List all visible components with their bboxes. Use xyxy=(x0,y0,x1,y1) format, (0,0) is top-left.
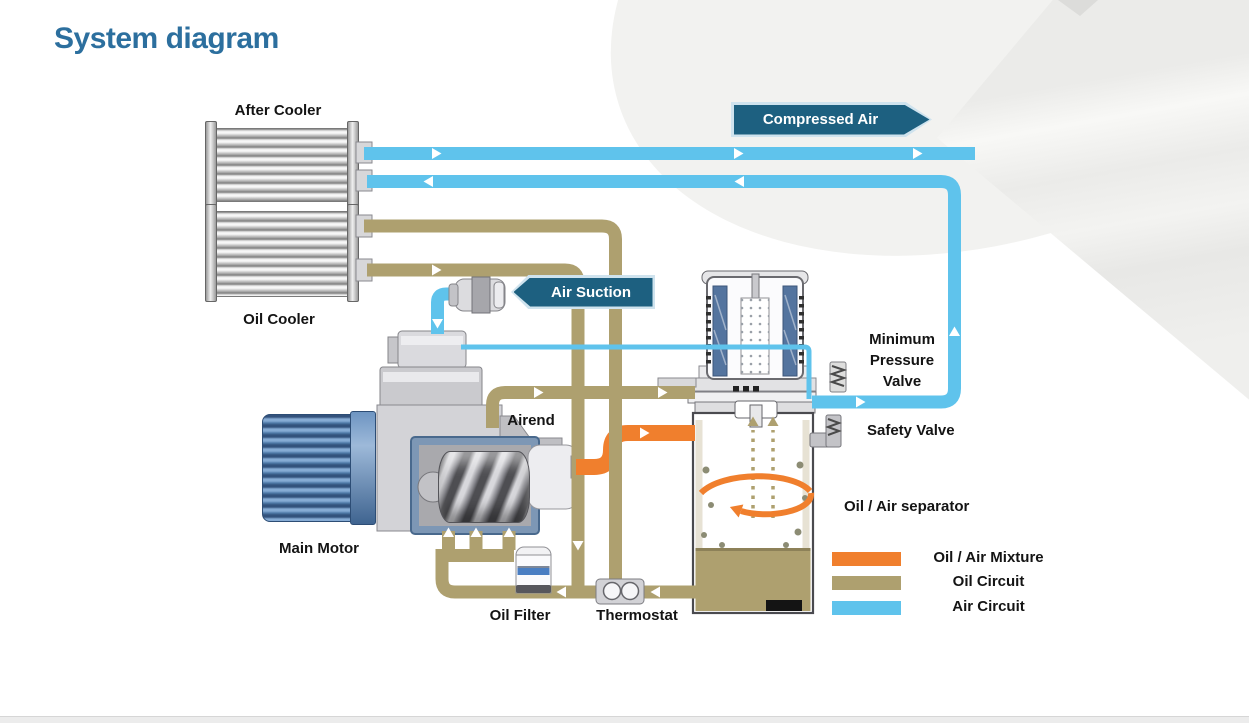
compressed-air-banner-label: Compressed Air xyxy=(762,111,879,128)
minimum-pressure-valve-icon xyxy=(828,361,848,393)
oil-air-separator-vessel xyxy=(657,270,817,615)
thermostat-valve xyxy=(595,578,645,605)
legend-item-oil-circuit: Oil Circuit xyxy=(832,573,1072,595)
airend-screw-rotor xyxy=(438,451,530,523)
legend-label-oil-air-mixture: Oil / Air Mixture xyxy=(933,549,1044,566)
oil-circuit-pipes-over xyxy=(364,219,622,592)
legend-swatch-oil-circuit xyxy=(832,576,901,590)
cooler-ports xyxy=(355,141,373,282)
label-thermostat: Thermostat xyxy=(596,607,678,624)
label-safety-valve: Safety Valve xyxy=(867,422,955,439)
safety-valve-icon xyxy=(809,414,842,448)
legend-label-air-circuit: Air Circuit xyxy=(952,598,1025,615)
legend-item-air-circuit: Air Circuit xyxy=(832,598,1072,620)
slide-bottom-edge xyxy=(0,716,1249,723)
label-main-motor: Main Motor xyxy=(279,540,359,557)
oil-air-mixture-pipe xyxy=(576,425,695,475)
separator-swirl xyxy=(698,473,814,518)
compressed-air-banner: Compressed Air xyxy=(731,102,932,137)
legend-item-oil-air-mixture: Oil / Air Mixture xyxy=(832,549,1072,571)
label-oil-air-separator: Oil / Air separator xyxy=(844,498,970,515)
air-suction-banner: Air Suction xyxy=(511,275,655,309)
legend-swatch-oil-air-mixture xyxy=(832,552,901,566)
label-airend: Airend xyxy=(507,412,555,429)
air-suction-filter xyxy=(448,276,506,314)
main-motor-body xyxy=(262,414,354,522)
label-oil-filter: Oil Filter xyxy=(489,607,551,624)
legend-label-oil-circuit: Oil Circuit xyxy=(952,573,1025,590)
air-circuit-pipes xyxy=(364,147,975,409)
oil-filter-canister xyxy=(515,546,552,594)
legend-swatch-air-circuit xyxy=(832,601,901,615)
separation-flow-arrows xyxy=(710,430,799,590)
air-suction-banner-label: Air Suction xyxy=(550,283,631,301)
main-motor-flange xyxy=(350,411,376,525)
oil-cooler-core xyxy=(216,211,350,297)
label-after-cooler: After Cooler xyxy=(234,102,322,119)
label-minimum-pressure-valve: Minimum Pressure Valve xyxy=(869,331,935,390)
oil-cooler-left-header xyxy=(205,204,217,302)
page-title: System diagram xyxy=(54,22,279,55)
label-oil-cooler: Oil Cooler xyxy=(243,311,315,328)
